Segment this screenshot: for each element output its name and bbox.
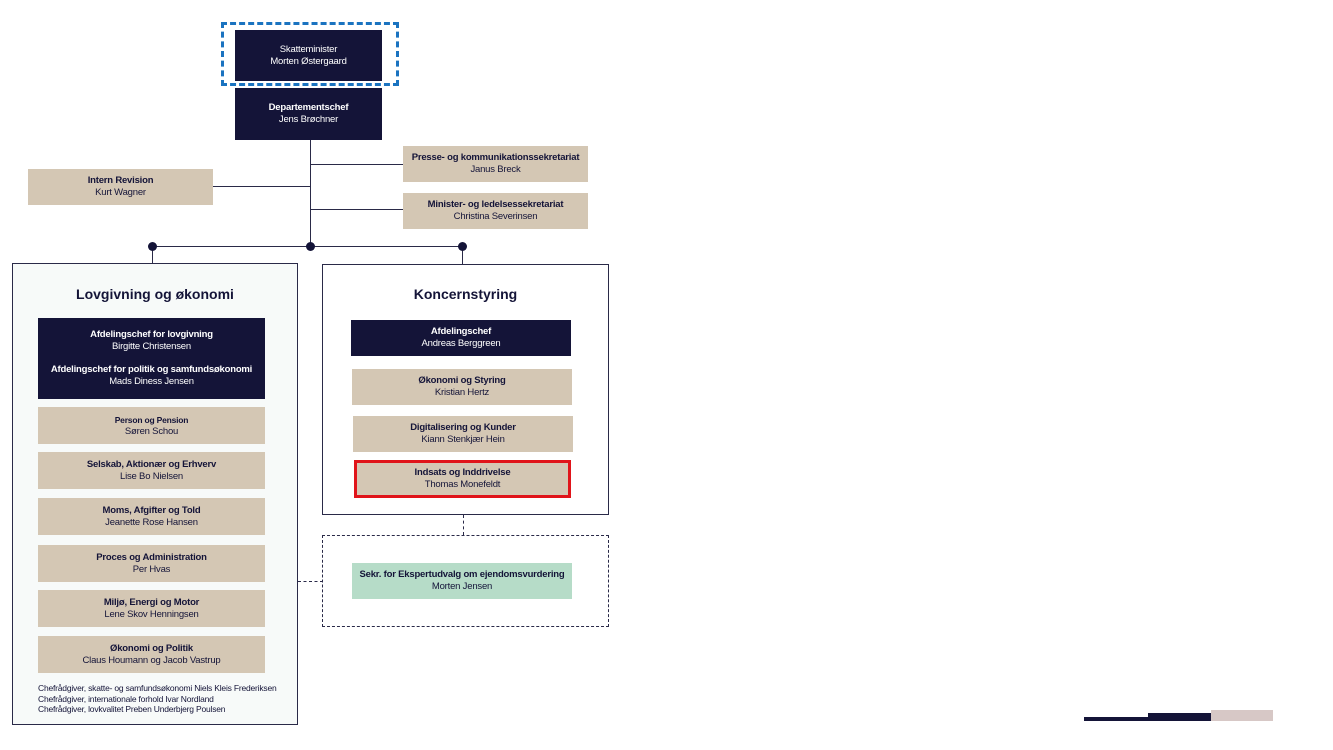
intern-revision-box[interactable]: Intern Revision Kurt Wagner (28, 169, 213, 205)
presse-box[interactable]: Presse- og kommunikationssekretariat Jan… (403, 146, 588, 182)
minister-name: Morten Østergaard (270, 55, 347, 67)
intern-revision-name: Kurt Wagner (95, 187, 146, 198)
footer-bar-navy (1148, 713, 1211, 721)
left-unit-name: Claus Houmann og Jacob Vastrup (82, 654, 221, 666)
dept-head-box[interactable]: Departementschef Jens Brøchner (235, 88, 382, 140)
dashed-connector-horizontal (298, 581, 323, 582)
right-unit-title: Økonomi og Styring (418, 375, 506, 386)
right-unit-1[interactable]: Økonomi og Styring Kristian Hertz (352, 369, 572, 405)
left-unit-title: Moms, Afgifter og Told (102, 504, 201, 516)
left-unit-title: Økonomi og Politik (110, 642, 193, 654)
left-unit-2[interactable]: Selskab, Aktionær og Erhverv Lise Bo Nie… (38, 452, 265, 489)
expert-box[interactable]: Sekr. for Ekspertudvalg om ejendomsvurde… (352, 563, 572, 599)
left-unit-5[interactable]: Miljø, Energi og Motor Lene Skov Henning… (38, 590, 265, 627)
left-unit-name: Lise Bo Nielsen (119, 470, 183, 482)
dashed-connector-vertical (463, 515, 464, 535)
expert-title: Sekr. for Ekspertudvalg om ejendomsvurde… (359, 569, 565, 580)
advisor-line: Chefrådgiver, internationale forhold Iva… (38, 693, 214, 704)
left-head-name-2: Mads Diness Jensen (109, 376, 194, 387)
right-head-name: Andreas Berggreen (421, 338, 501, 349)
minister-sekr-title: Minister- og ledelsessekretariat (427, 199, 564, 210)
left-unit-6[interactable]: Økonomi og Politik Claus Houmann og Jaco… (38, 636, 265, 673)
left-panel-title: Lovgivning og økonomi (76, 286, 234, 302)
advisor-line: Chefrådgiver, lovkvalitet Preben Underbj… (38, 704, 226, 714)
left-unit-name: Jeanette Rose Hansen (105, 516, 198, 528)
footer-bar-navy-thin (1084, 717, 1148, 721)
right-unit-title: Digitalisering og Kunder (410, 422, 516, 433)
right-unit-3[interactable]: Indsats og Inddrivelse Thomas Monefeldt (354, 460, 571, 498)
minister-sekr-box[interactable]: Minister- og ledelsessekretariat Christi… (403, 193, 588, 229)
right-unit-name: Kristian Hertz (434, 387, 490, 398)
left-head-title-1: Afdelingschef for lovgivning (90, 329, 213, 340)
left-head-title-2: Afdelingschef for politik og samfundsøko… (50, 364, 253, 375)
presse-name: Janus Breck (470, 164, 521, 175)
left-unit-title: Miljø, Energi og Motor (103, 596, 200, 608)
right-head-title: Afdelingschef (430, 326, 492, 337)
advisor-list: Chefrådgiver, skatte- og samfundsøkonomi… (38, 683, 296, 715)
expert-name: Morten Jensen (431, 581, 493, 592)
connector-minister-sekr (310, 209, 403, 210)
left-unit-4[interactable]: Proces og Administration Per Hvas (38, 545, 265, 582)
junction-dot-center (306, 242, 315, 251)
footer-bar-pink (1211, 710, 1273, 721)
right-unit-title: Indsats og Inddrivelse (414, 467, 511, 478)
connector-left-drop (152, 246, 153, 264)
left-unit-1[interactable]: Person og Pension Søren Schou (38, 407, 265, 444)
right-unit-2[interactable]: Digitalisering og Kunder Kiann Stenkjær … (353, 416, 573, 452)
junction-dot-right (458, 242, 467, 251)
right-unit-name: Kiann Stenkjær Hein (421, 434, 505, 445)
dept-head-name: Jens Brøchner (278, 114, 339, 125)
left-unit-title: Proces og Administration (96, 551, 207, 563)
presse-title: Presse- og kommunikationssekretariat (411, 152, 580, 163)
connector-right-drop (462, 246, 463, 264)
expert-panel (322, 535, 609, 627)
minister-title: Skatteminister (279, 43, 338, 55)
right-panel-title: Koncernstyring (413, 286, 518, 302)
left-unit-name: Per Hvas (132, 563, 171, 575)
left-unit-title: Person og Pension (114, 414, 189, 425)
connector-intern-revision (213, 186, 310, 187)
intern-revision-title: Intern Revision (87, 175, 154, 186)
left-head-box[interactable]: Afdelingschef for lovgivning Birgitte Ch… (38, 318, 265, 399)
minister-box[interactable]: Skatteminister Morten Østergaard (235, 30, 382, 81)
connector-presse (310, 164, 403, 165)
left-unit-title: Selskab, Aktionær og Erhverv (86, 458, 217, 470)
left-head-name-1: Birgitte Christensen (112, 341, 191, 352)
left-unit-name: Lene Skov Henningsen (104, 608, 199, 620)
connector-main-vertical (310, 140, 311, 247)
minister-highlight-frame (221, 22, 399, 86)
minister-sekr-name: Christina Severinsen (453, 211, 538, 222)
right-unit-name: Thomas Monefeldt (424, 479, 501, 490)
dept-head-title: Departementschef (268, 102, 349, 113)
junction-dot-left (148, 242, 157, 251)
advisor-line: Chefrådgiver, skatte- og samfundsøkonomi… (38, 683, 277, 693)
left-unit-3[interactable]: Moms, Afgifter og Told Jeanette Rose Han… (38, 498, 265, 535)
left-unit-name: Søren Schou (124, 425, 179, 437)
right-head-box[interactable]: Afdelingschef Andreas Berggreen (351, 320, 571, 356)
